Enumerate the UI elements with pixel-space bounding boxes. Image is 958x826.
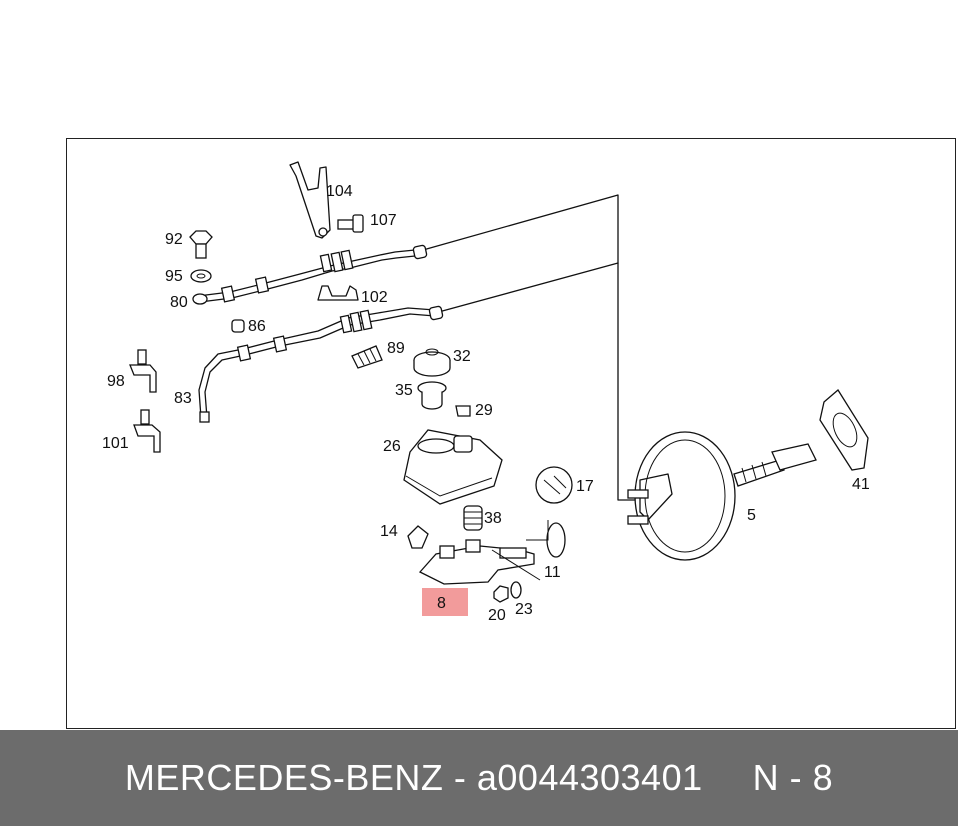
part-17-seal-ring [535, 466, 573, 558]
label-89: 89 [387, 340, 405, 357]
part-41-gasket [819, 389, 869, 471]
label-107: 107 [370, 212, 397, 229]
part-11-master-cylinder [418, 520, 549, 585]
label-11: 11 [544, 564, 561, 581]
part-107-bolt [337, 214, 364, 233]
part-20-nut [493, 585, 509, 603]
label-14: 14 [380, 523, 398, 540]
label-17: 17 [576, 478, 594, 495]
part-89-boot [351, 345, 383, 369]
parts-diagram: 104 107 92 95 80 102 86 89 32 98 83 35 2… [102, 161, 870, 624]
part-92-bolt [189, 230, 213, 259]
label-98: 98 [107, 373, 125, 390]
label-8: 8 [437, 595, 446, 612]
brake-line-upper [192, 194, 636, 501]
label-29: 29 [475, 402, 493, 419]
brake-line-lower [198, 262, 619, 423]
label-20: 20 [488, 607, 506, 624]
part-35-filter [417, 381, 447, 410]
part-102-clip [317, 285, 359, 301]
part-23-washer [510, 581, 522, 599]
diagram-frame [66, 138, 956, 729]
part-number: a0044303401 [476, 757, 703, 798]
label-86: 86 [248, 318, 266, 335]
part-5-brake-booster [627, 431, 817, 561]
part-38-plug [463, 505, 483, 531]
separator: - [453, 757, 477, 798]
label-104: 104 [326, 183, 353, 200]
part-26-reservoir [403, 429, 503, 505]
label-101: 101 [102, 435, 129, 452]
part-labels: 104 107 92 95 80 102 86 89 32 98 83 35 2… [102, 183, 870, 624]
part-32-cap [413, 348, 451, 377]
highlight-box-8 [422, 588, 468, 616]
part-29-plug [455, 405, 471, 417]
part-14-cap [407, 525, 429, 549]
label-5: 5 [747, 507, 756, 524]
part-98-connector [129, 349, 157, 393]
brand-name: MERCEDES-BENZ [124, 757, 454, 798]
label-23: 23 [515, 601, 533, 618]
footer-bar: MERCEDES-BENZ - a0044303401 N - 8 [0, 730, 958, 826]
label-80: 80 [170, 294, 188, 311]
label-41: 41 [852, 476, 870, 493]
label-95: 95 [165, 268, 183, 285]
part-95-washer [190, 269, 212, 283]
label-92: 92 [165, 231, 183, 248]
part-101-connector [133, 409, 161, 453]
part-104-bracket [289, 161, 331, 239]
position-code: N - 8 [752, 757, 834, 798]
label-26: 26 [383, 438, 401, 455]
label-83: 83 [174, 390, 192, 407]
label-35: 35 [395, 382, 413, 399]
label-32: 32 [453, 348, 471, 365]
part-86-grommet [231, 319, 245, 333]
label-102: 102 [361, 289, 388, 306]
label-38: 38 [484, 510, 502, 527]
footer-text: MERCEDES-BENZ - a0044303401 N - 8 [125, 757, 833, 799]
